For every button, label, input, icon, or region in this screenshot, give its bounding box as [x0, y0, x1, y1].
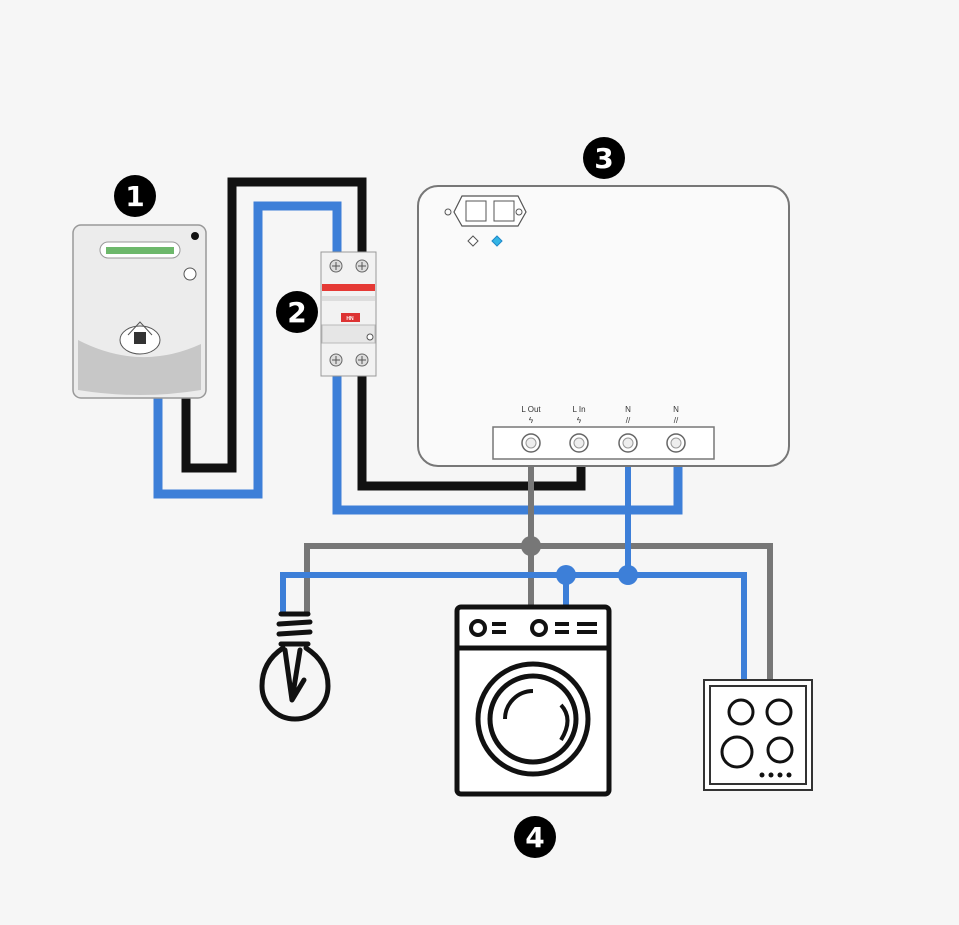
terminal-n2: N //	[666, 405, 686, 453]
junction-dot-gray	[521, 536, 541, 556]
callout-1: 1	[114, 175, 156, 217]
terminal-label-lout: L Out	[521, 405, 541, 414]
circuit-breaker-icon: HN	[320, 251, 377, 377]
neutral-wire-breaker-to-n	[332, 376, 683, 515]
callout-3: 3	[583, 137, 625, 179]
electricity-meter-icon	[72, 224, 207, 399]
live-wire-meter-to-breaker	[181, 177, 367, 473]
terminal-symbol-n2: //	[674, 416, 679, 425]
terminal-n1: N //	[618, 405, 638, 453]
terminal-label-lin: L In	[572, 405, 585, 414]
callout-2: 2	[276, 291, 318, 333]
terminal-lin: L In ϟ	[569, 405, 589, 453]
washing-machine-icon	[454, 604, 612, 797]
cooktop-icon	[703, 679, 813, 791]
terminal-label-n1: N	[625, 405, 631, 414]
junction-dot-blue-2	[618, 565, 638, 585]
callout-4: 4	[514, 816, 556, 858]
live-wire-breaker-to-lin	[357, 376, 586, 491]
callout-2-text: 2	[287, 296, 306, 329]
terminal-lout: L Out ϟ	[521, 405, 541, 453]
terminal-symbol-lin: ϟ	[577, 416, 582, 425]
terminal-symbol-n1: //	[626, 416, 631, 425]
junction-dot-blue-1	[556, 565, 576, 585]
blue-bus	[280, 572, 747, 680]
callout-3-text: 3	[594, 142, 613, 175]
callout-1-text: 1	[125, 180, 144, 213]
terminal-symbol-lout: ϟ	[529, 416, 534, 425]
neutral-wire-meter-to-breaker	[153, 201, 342, 499]
terminal-label-n2: N	[673, 405, 679, 414]
light-bulb-icon	[259, 611, 331, 722]
breaker-brand: HN	[346, 316, 354, 322]
callout-4-text: 4	[525, 821, 544, 854]
smart-controller-box: L Out ϟ L In ϟ N // N //	[417, 185, 790, 467]
